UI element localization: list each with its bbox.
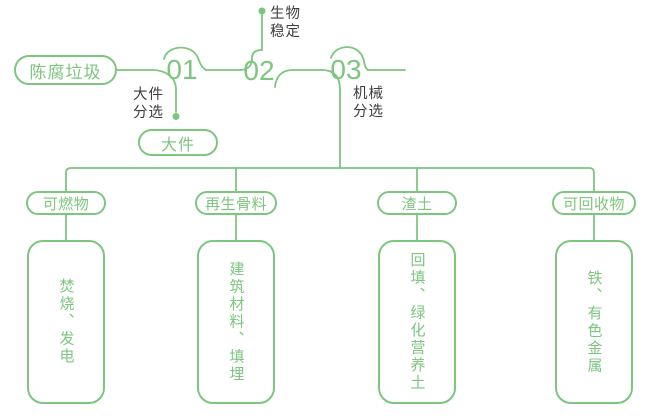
bulky-output-node: 大件	[138, 129, 218, 156]
detail-text: 回填、绿化营养土	[408, 252, 426, 392]
detail-text: 焚烧、发电	[57, 278, 75, 366]
step2-comma-arc	[274, 69, 294, 88]
step1-drop-dot	[172, 113, 180, 120]
category-pill-recyclables: 可回收物	[552, 191, 636, 215]
step-label-mechanical-sorting: 机械 分选	[353, 86, 384, 120]
detail-text: 铁、有色金属	[585, 269, 603, 375]
detail-box-slag-soil: 回填、绿化营养土	[378, 240, 456, 404]
distribution-rail-left	[65, 167, 341, 192]
step3-dome-arc	[330, 46, 369, 71]
detail-box-recyclables: 铁、有色金属	[555, 240, 633, 404]
step-number-2: 02	[243, 55, 275, 86]
source-node: 陈腐垃圾	[14, 55, 117, 85]
step1-dome-arc	[163, 46, 207, 71]
step1-drop-line	[151, 69, 177, 113]
step2-riser-dot	[258, 7, 266, 15]
category-pill-recycled-aggregate: 再生骨料	[195, 191, 277, 215]
category-pill-combustibles: 可燃物	[26, 191, 106, 215]
category-pill-slag-soil: 渣土	[377, 191, 457, 215]
detail-box-combustibles: 焚烧、发电	[27, 240, 105, 404]
step-label-bulky-sorting: 大件 分选	[133, 87, 164, 121]
distribution-rail-right	[339, 167, 595, 192]
detail-box-recycled-aggregate: 建筑材料、填埋	[197, 240, 275, 404]
step2-riser-line	[239, 14, 263, 71]
step-number-1: 01	[166, 54, 198, 85]
step-label-bio-stabilization: 生物 稳定	[270, 6, 301, 40]
step-number-3: 03	[330, 54, 362, 85]
step3-drop-line	[321, 69, 341, 169]
detail-text: 建筑材料、填埋	[227, 260, 245, 384]
